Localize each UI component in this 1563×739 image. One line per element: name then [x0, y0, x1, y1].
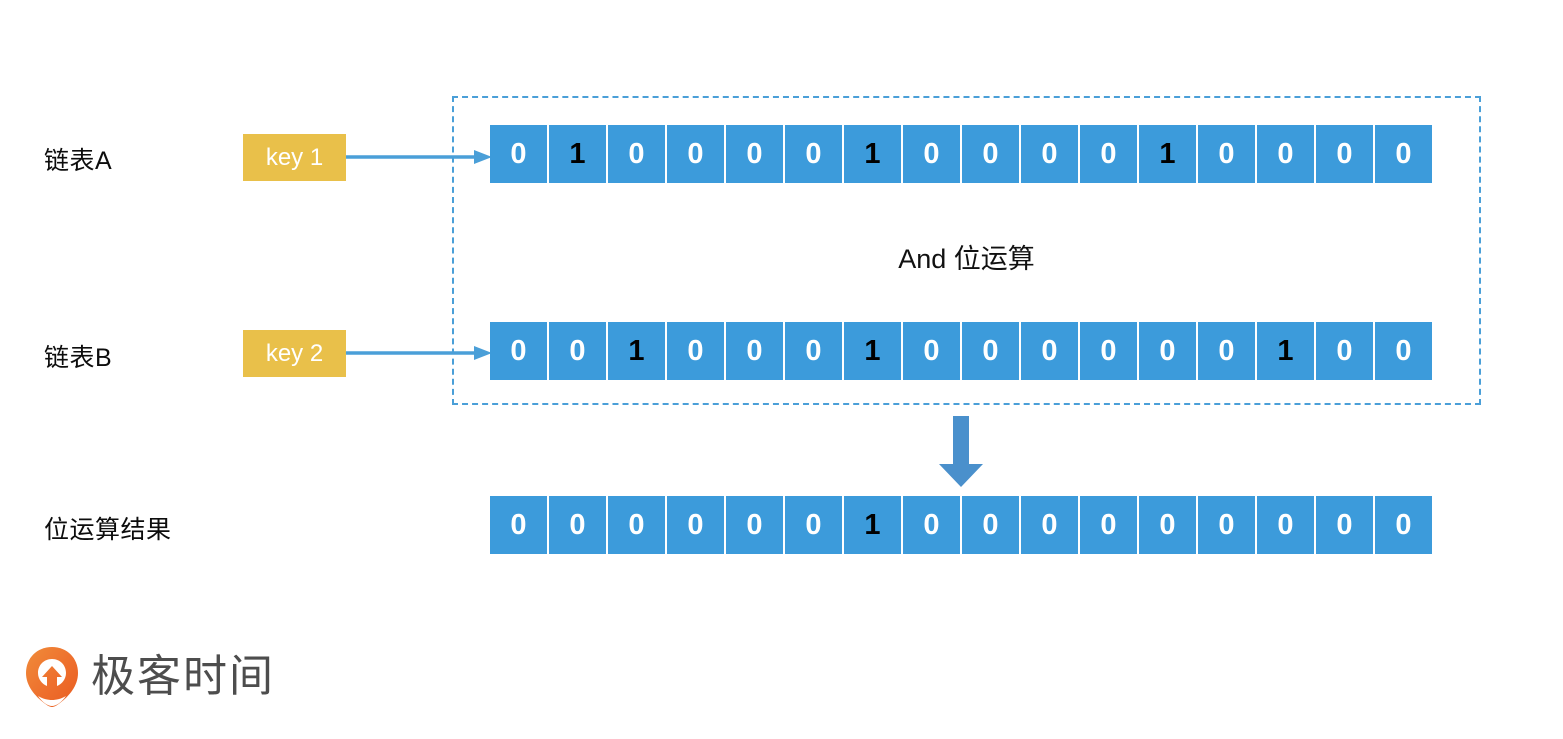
bit-cell: 0 [490, 125, 547, 183]
bit-cell: 0 [903, 125, 960, 183]
bit-cell: 0 [726, 496, 783, 554]
brand-name: 极客时间 [91, 652, 275, 701]
bit-cell: 0 [490, 496, 547, 554]
bit-cell: 1 [844, 322, 901, 380]
bit-cell: 0 [667, 322, 724, 380]
bit-cell: 0 [1198, 322, 1255, 380]
bit-cell: 0 [1139, 496, 1196, 554]
bit-cell: 0 [667, 496, 724, 554]
bit-cell: 0 [1316, 322, 1373, 380]
bit-cell: 0 [903, 496, 960, 554]
bit-cell: 0 [785, 322, 842, 380]
row-label-linked-list-a: 链表A [44, 147, 113, 175]
connector-arrow-key2-to-array [346, 345, 492, 361]
bit-cell: 1 [608, 322, 665, 380]
bit-cell: 0 [1080, 322, 1137, 380]
brand-logo: 极客时间 [24, 646, 275, 708]
down-arrow-icon [938, 416, 984, 488]
bit-cell: 0 [785, 496, 842, 554]
bit-cell: 0 [1257, 496, 1314, 554]
row-label-bitwise-result: 位运算结果 [44, 516, 172, 544]
key-box-key-1[interactable]: key 1 [243, 134, 346, 181]
row-label-linked-list-b: 链表B [44, 344, 113, 372]
bit-cell: 0 [1139, 322, 1196, 380]
bit-cell: 0 [1375, 125, 1432, 183]
bit-cell: 0 [490, 322, 547, 380]
connector-arrow-key1-to-array [346, 149, 492, 165]
operation-caption: And 位运算 [898, 244, 1035, 274]
bit-cell: 0 [549, 322, 606, 380]
and-operation-group-box [452, 96, 1481, 405]
bit-cell: 1 [844, 496, 901, 554]
bit-cell: 0 [962, 496, 1019, 554]
bit-cell: 0 [962, 322, 1019, 380]
bit-cell: 1 [1257, 322, 1314, 380]
bit-cell: 0 [1198, 496, 1255, 554]
bit-cell: 0 [608, 496, 665, 554]
bit-cell: 0 [1316, 125, 1373, 183]
bit-cell: 1 [844, 125, 901, 183]
key-box-key-2[interactable]: key 2 [243, 330, 346, 377]
bit-cell: 0 [1080, 496, 1137, 554]
bit-cell: 0 [726, 125, 783, 183]
bit-cell: 0 [726, 322, 783, 380]
bit-cell: 0 [1316, 496, 1373, 554]
bit-cell: 0 [1198, 125, 1255, 183]
bit-cell: 1 [549, 125, 606, 183]
bit-cell: 0 [1080, 125, 1137, 183]
bit-cell: 0 [903, 322, 960, 380]
geektime-pin-icon [24, 646, 80, 708]
bit-cell: 0 [1021, 125, 1078, 183]
bit-cell: 0 [667, 125, 724, 183]
bit-cell: 0 [962, 125, 1019, 183]
bit-cell: 1 [1139, 125, 1196, 183]
bit-cell: 0 [549, 496, 606, 554]
bit-cell: 0 [1021, 496, 1078, 554]
bit-cell: 0 [1021, 322, 1078, 380]
bit-cell: 0 [1257, 125, 1314, 183]
bit-cell: 0 [1375, 322, 1432, 380]
bit-cell: 0 [1375, 496, 1432, 554]
bit-cell: 0 [608, 125, 665, 183]
bit-cell: 0 [785, 125, 842, 183]
